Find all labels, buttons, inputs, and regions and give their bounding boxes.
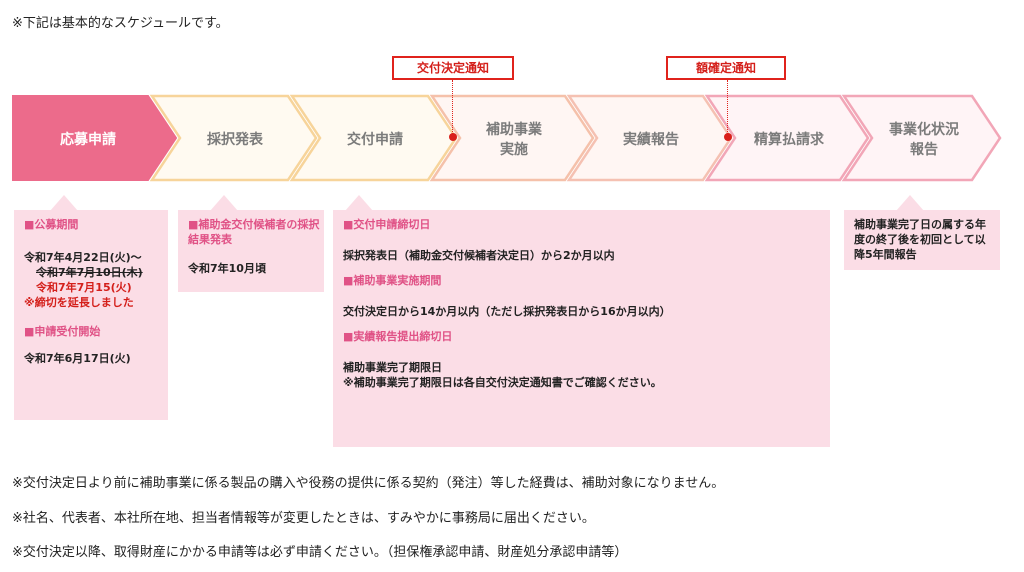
pointer-3 bbox=[345, 195, 373, 211]
box3-heading-report: ■実績報告提出締切日 bbox=[343, 330, 453, 343]
step-5-label: 実績報告 bbox=[623, 132, 679, 148]
footnote-1: ※交付決定日より前に補助事業に係る製品の購入や役務の提供に係る契約（発注）等した… bbox=[12, 476, 725, 491]
step-4-label: 補助事業 実施 bbox=[486, 122, 542, 158]
top-note: ※下記は基本的なスケジュールです。 bbox=[12, 16, 229, 31]
box3-deadline-text: 採択発表日（補助金交付候補者決定日）から2か月以内 bbox=[343, 249, 615, 262]
callout-dot-1 bbox=[449, 133, 457, 141]
pointer-1 bbox=[50, 195, 78, 211]
box3-report-note: ※補助事業完了期限日は各自交付決定通知書でご確認ください。 bbox=[343, 376, 662, 389]
callout-dot-2 bbox=[724, 133, 732, 141]
step-7-label: 事業化状況 報告 bbox=[889, 122, 959, 158]
callout-line-2 bbox=[727, 80, 728, 138]
step-shape-7 bbox=[841, 94, 1002, 182]
box1-heading-reception: ■申請受付開始 bbox=[24, 325, 101, 338]
box3-heading-period: ■補助事業実施期間 bbox=[343, 274, 442, 287]
step-1-label: 応募申請 bbox=[60, 132, 116, 148]
callout-gaku-kakutei-tsuchi: 額確定通知 bbox=[666, 56, 786, 80]
step-shape-4 bbox=[429, 94, 595, 182]
box3-report-text: 補助事業完了期限日 bbox=[343, 361, 442, 374]
box4-text: 補助事業完了日の属する年度の終了後を初回として以降5年間報告 bbox=[854, 218, 986, 261]
box1-reception-date: 令和7年6月17日(火) bbox=[24, 352, 131, 365]
callout-kofu-kettei-tsuchi: 交付決定通知 bbox=[392, 56, 514, 80]
process-flow bbox=[12, 94, 1002, 182]
step-shape-5 bbox=[566, 94, 733, 182]
box1-period-old-end: 令和7年7月10日(木) bbox=[36, 266, 143, 279]
callout-line-1 bbox=[452, 80, 453, 138]
step-3-label: 交付申請 bbox=[347, 132, 403, 148]
info-box-application: ■公募期間 令和7年4月22日(火)～ 令和7年7月10日(木) 令和7年7月1… bbox=[14, 210, 168, 420]
info-box-commercialization: 補助事業完了日の属する年度の終了後を初回として以降5年間報告 bbox=[844, 210, 1000, 270]
step-shape-2 bbox=[149, 94, 318, 182]
step-shape-6 bbox=[704, 94, 870, 182]
pointer-4 bbox=[896, 195, 924, 211]
step-shape-1 bbox=[12, 95, 178, 181]
box1-heading-period: ■公募期間 bbox=[24, 218, 79, 231]
footnote-3: ※交付決定以降、取得財産にかかる申請等は必ず申請ください。（担保権承認申請、財産… bbox=[12, 545, 628, 560]
pointer-2 bbox=[210, 195, 238, 211]
box2-heading: ■補助金交付候補者の採択結果発表 bbox=[188, 218, 320, 246]
box1-period-new-end: 令和7年7月15(火) bbox=[36, 281, 132, 294]
footnote-2: ※社名、代表者、本社所在地、担当者情報等が変更したときは、すみやかに事務局に届出… bbox=[12, 511, 595, 526]
info-box-grant: ■交付申請締切日 採択発表日（補助金交付候補者決定日）から2か月以内 ■補助事業… bbox=[333, 210, 830, 447]
info-box-selection: ■補助金交付候補者の採択結果発表 令和7年10月頃 bbox=[178, 210, 324, 292]
box3-heading-deadline: ■交付申請締切日 bbox=[343, 218, 431, 231]
step-2-label: 採択発表 bbox=[207, 132, 263, 148]
box1-period-start: 令和7年4月22日(火)～ bbox=[24, 251, 142, 264]
box1-extension-note: ※締切を延長しました bbox=[24, 296, 134, 309]
step-shape-3 bbox=[289, 94, 458, 182]
step-6-label: 精算払請求 bbox=[754, 132, 824, 148]
box3-period-text: 交付決定日から14か月以内（ただし採択発表日から16か月以内） bbox=[343, 305, 671, 318]
box2-date: 令和7年10月頃 bbox=[188, 262, 266, 275]
